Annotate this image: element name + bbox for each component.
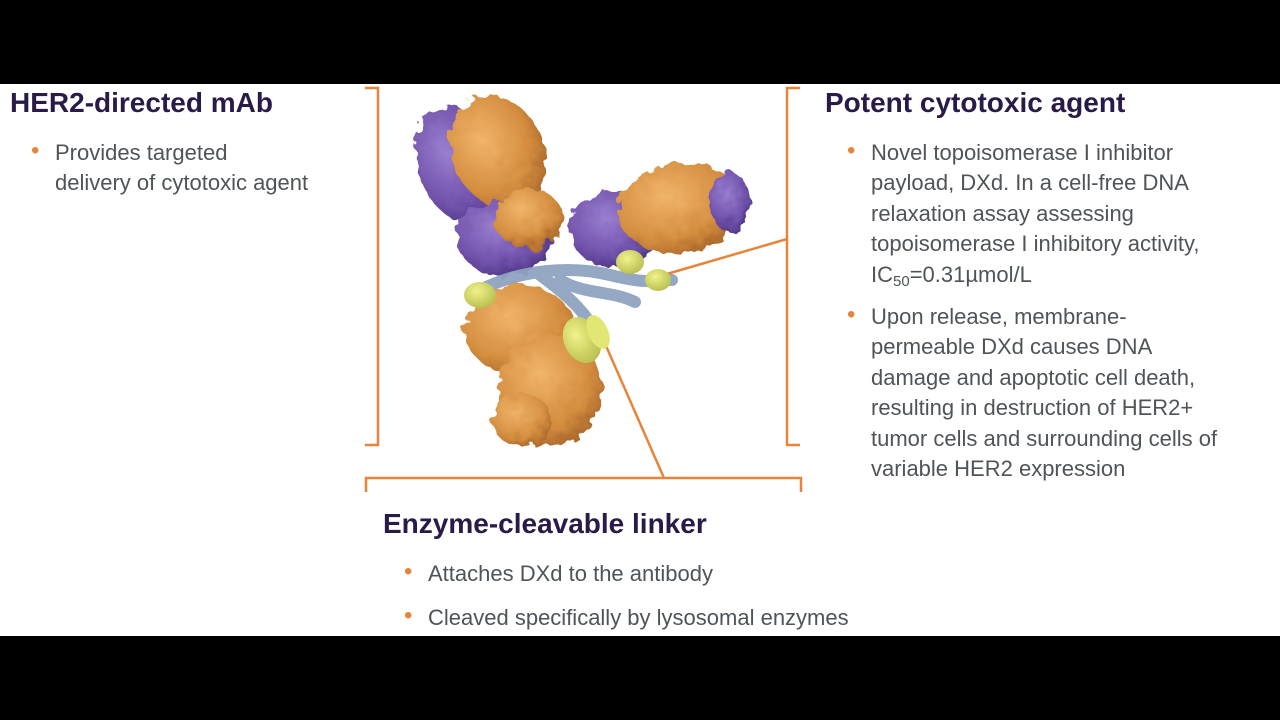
- her2-mab-heading: HER2-directed mAb: [10, 87, 273, 118]
- bullet-line: Cleaved specifically by lysosomal enzyme…: [428, 605, 849, 631]
- bullet-line: topoisomerase I inhibitory activity,: [871, 231, 1200, 257]
- bullet-line: permeable DXd causes DNA: [871, 334, 1153, 360]
- cytotoxic-agent-heading: Potent cytotoxic agent: [825, 87, 1126, 118]
- bullet-line: Novel topoisomerase I inhibitor: [871, 140, 1174, 165]
- bullet-line: Upon release, membrane-: [871, 304, 1127, 330]
- bullet-line: relaxation assay assessing: [871, 200, 1134, 226]
- cytotoxic-callout-line: [659, 237, 788, 278]
- list-item: Attaches DXd to the antibody: [404, 557, 849, 589]
- ic50-prefix: IC: [871, 261, 893, 287]
- list-item: Upon release, membrane- permeable DXd ca…: [847, 300, 1218, 484]
- ic50-subscript: 50: [893, 272, 910, 290]
- right-bracket: [785, 86, 800, 447]
- bracket-callouts: [364, 86, 803, 492]
- ic50-value: =0.31µmol/L: [909, 261, 1032, 287]
- cytotoxic-agent-bullet-list: Novel topoisomerase I inhibitor payload,…: [847, 136, 1218, 496]
- list-item: Novel topoisomerase I inhibitor payload,…: [847, 136, 1217, 290]
- antibody-drug-conjugate-icon: [415, 95, 750, 446]
- linker-callout-line: [601, 338, 666, 479]
- list-item: Cleaved specifically by lysosomal enzyme…: [404, 601, 849, 633]
- bullet-line: variable HER2 expression: [871, 456, 1126, 482]
- bullet-line: Provides targeted: [55, 140, 228, 165]
- bullet-line: Attaches DXd to the antibody: [428, 561, 713, 586]
- linker-bullet-list: Attaches DXd to the antibody Cleaved spe…: [404, 557, 849, 636]
- list-item: Provides targeted delivery of cytotoxic …: [31, 136, 309, 199]
- bullet-line: payload, DXd. In a cell-free DNA: [871, 170, 1189, 196]
- ic50-line: IC50=0.31µmol/L: [871, 260, 1217, 290]
- linker-heading: Enzyme-cleavable linker: [383, 508, 707, 539]
- bullet-line: resulting in destruction of HER2+: [871, 395, 1194, 421]
- bullet-line: damage and apoptotic cell death,: [871, 364, 1196, 390]
- bottom-bracket: [364, 476, 803, 492]
- left-bracket: [365, 86, 380, 447]
- bullet-line: tumor cells and surrounding cells of: [871, 425, 1218, 451]
- slide: HER2-directed mAb Provides targeted deli…: [0, 84, 1280, 636]
- bullet-line: delivery of cytotoxic agent: [55, 170, 309, 196]
- her2-mab-bullet-list: Provides targeted delivery of cytotoxic …: [31, 136, 309, 211]
